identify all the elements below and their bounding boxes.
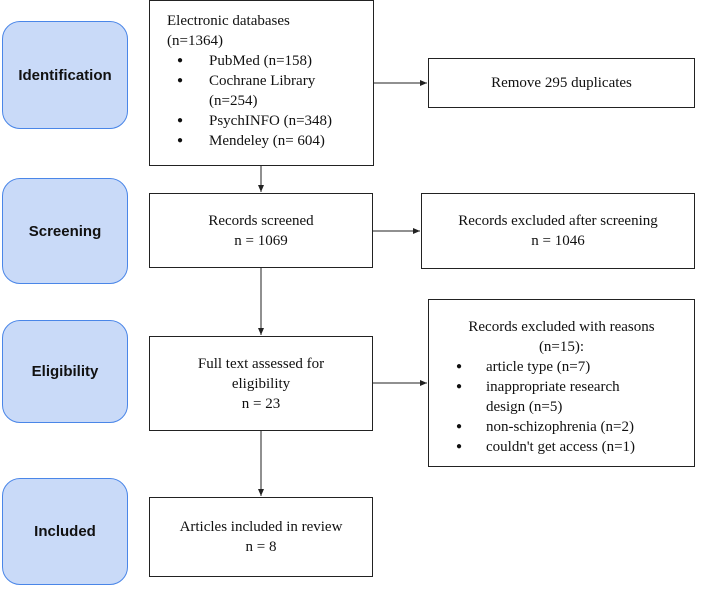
duplicates-text: Remove 295 duplicates (491, 75, 632, 91)
databases-box: Electronic databases (n=1364) PubMed (n=… (149, 0, 374, 166)
databases-title: Electronic databases (167, 13, 290, 29)
database-item: PubMed (n=158) (167, 51, 363, 71)
excluded-reasons-box: Records excluded with reasons (n=15): ar… (428, 299, 695, 467)
database-item-line1: Cochrane Library (209, 73, 316, 89)
stage-screening-label: Screening (28, 222, 102, 240)
included-count: n = 8 (245, 539, 277, 555)
stage-screening: Screening (2, 178, 128, 284)
excluded-reasons-count: (n=15): (538, 339, 585, 355)
databases-list: PubMed (n=158) Cochrane Library (n=254) … (167, 51, 363, 151)
records-excluded-box: Records excluded after screening n = 104… (421, 193, 695, 269)
records-screened-box: Records screened n = 1069 (149, 193, 373, 268)
databases-count: (n=1364) (167, 33, 223, 49)
records-screened-count: n = 1069 (234, 232, 288, 249)
stage-identification-label: Identification (18, 66, 112, 84)
database-item-line1: Mendeley (n= 604) (209, 133, 325, 149)
excluded-reasons-title: Records excluded with reasons (468, 319, 655, 335)
database-item: Cochrane Library (n=254) (167, 71, 363, 111)
duplicates-box: Remove 295 duplicates (428, 58, 695, 108)
database-item: PsychINFO (n=348) (167, 111, 363, 131)
database-item-line2: (n=254) (209, 93, 258, 109)
records-screened-label: Records screened (208, 212, 314, 229)
reason-item: couldn't get access (n=1) (451, 437, 694, 457)
records-excluded-label: Records excluded after screening (458, 213, 658, 229)
database-item-line1: PsychINFO (n=348) (209, 113, 333, 129)
stage-eligibility-label: Eligibility (31, 363, 99, 380)
fulltext-count: n = 23 (241, 395, 281, 412)
database-item-line1: PubMed (n=158) (209, 53, 313, 69)
reason-item-line1: inappropriate research (486, 379, 620, 395)
included-box: Articles included in review n = 8 (149, 497, 373, 577)
fulltext-label-line1: Full text assessed for (197, 355, 325, 372)
stage-included-label: Included (34, 523, 96, 540)
reason-item: non-schizophrenia (n=2) (451, 417, 694, 437)
stage-included: Included (2, 478, 128, 585)
included-label: Articles included in review (179, 519, 343, 535)
database-item: Mendeley (n= 604) (167, 131, 363, 151)
reason-item-line1: couldn't get access (n=1) (486, 439, 636, 455)
reason-item: article type (n=7) (451, 357, 694, 377)
stage-identification: Identification (2, 21, 128, 129)
fulltext-label-line2: eligibility (231, 375, 291, 392)
fulltext-box: Full text assessed for eligibility n = 2… (149, 336, 373, 431)
excluded-reasons-list: article type (n=7) inappropriate researc… (451, 357, 694, 457)
stage-eligibility: Eligibility (2, 320, 128, 423)
reason-item: inappropriate research design (n=5) (451, 377, 694, 417)
reason-item-line1: article type (n=7) (486, 359, 591, 375)
reason-item-line1: non-schizophrenia (n=2) (486, 419, 634, 435)
records-excluded-count: n = 1046 (531, 233, 585, 249)
reason-item-line2: design (n=5) (486, 399, 563, 415)
